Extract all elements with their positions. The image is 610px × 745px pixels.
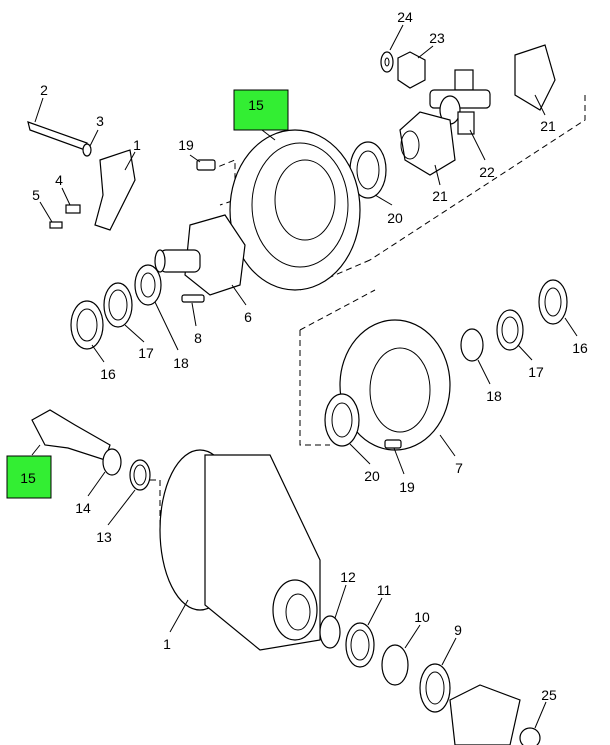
thrust-washer-20-bottom[interactable] (324, 393, 360, 447)
callout-1: 1 (133, 137, 141, 153)
callout-20: 20 (364, 468, 380, 484)
side-pinion-23[interactable] (397, 51, 426, 89)
callout-20: 20 (387, 210, 403, 226)
seal-12[interactable] (319, 615, 341, 649)
spider-22[interactable] (429, 69, 491, 135)
callout-21: 21 (432, 188, 448, 204)
callout-8: 8 (194, 330, 202, 346)
ring-gear-15[interactable] (229, 129, 361, 291)
thrust-washer-24[interactable] (380, 51, 394, 73)
carrier-housing-1[interactable] (159, 449, 321, 651)
bearing-cone-18-right[interactable] (460, 328, 484, 362)
bearing-cup-17-right[interactable] (496, 309, 524, 351)
callout-11: 11 (377, 582, 392, 598)
bearing-cone-10[interactable] (381, 644, 409, 686)
differential-case-half-6[interactable] (154, 214, 246, 296)
callout-17: 17 (528, 364, 544, 380)
bearing-cup-13[interactable] (129, 459, 151, 491)
callout-13: 13 (96, 529, 112, 545)
callout-16: 16 (572, 340, 588, 356)
callout-7: 7 (455, 460, 463, 476)
callout-18: 18 (173, 355, 189, 371)
callout-1: 1 (163, 636, 171, 652)
callout-3: 3 (96, 113, 104, 129)
bolt-19-top[interactable] (196, 159, 216, 171)
callout-18: 18 (486, 388, 502, 404)
bearing-cone-14[interactable] (102, 448, 122, 476)
adjusting-nut-16-left[interactable] (70, 300, 104, 350)
washer-3[interactable] (82, 143, 92, 157)
assembly-line (299, 289, 376, 446)
screw-5[interactable] (49, 221, 63, 229)
bolt-8[interactable] (181, 294, 205, 303)
callout-5: 5 (32, 187, 40, 203)
callout-19: 19 (399, 479, 415, 495)
callout-21: 21 (540, 118, 556, 134)
bearing-cup-17-left[interactable] (103, 282, 133, 328)
highlight-box-15-pinion[interactable] (6, 455, 52, 499)
nut-25[interactable] (519, 727, 541, 745)
side-gear-21-left[interactable] (399, 111, 456, 176)
spacer-9[interactable] (419, 663, 451, 713)
bearing-cup-11[interactable] (345, 622, 375, 668)
callout-19: 19 (178, 137, 194, 153)
drive-pinion-15[interactable] (31, 409, 111, 461)
bearing-cone-18-left[interactable] (134, 264, 162, 306)
callout-10: 10 (414, 609, 430, 625)
bolt-19-bottom[interactable] (384, 439, 402, 449)
callout-12: 12 (340, 569, 356, 585)
callout-15: 15 (248, 97, 264, 113)
callout-23: 23 (429, 30, 445, 46)
callout-9: 9 (454, 622, 462, 638)
callout-14: 14 (75, 500, 91, 516)
side-gear-21-right[interactable] (514, 44, 556, 111)
callout-22: 22 (479, 164, 495, 180)
callout-2: 2 (40, 82, 48, 98)
leader-lines (31, 24, 578, 729)
callout-17: 17 (138, 345, 154, 361)
callout-4: 4 (55, 172, 63, 188)
bolt-2[interactable] (27, 121, 88, 151)
callout-6: 6 (244, 309, 252, 325)
adjusting-nut-16-right[interactable] (538, 279, 568, 325)
callout-25: 25 (541, 687, 557, 703)
yoke[interactable] (449, 684, 521, 745)
lock-4[interactable] (65, 204, 81, 214)
callout-15: 15 (20, 470, 36, 486)
callout-16: 16 (100, 366, 116, 382)
highlight-box-15-ring-gear[interactable] (233, 89, 289, 131)
differential-case-half-7[interactable] (339, 319, 451, 451)
callout-24: 24 (397, 9, 413, 25)
thrust-washer-20-top[interactable] (349, 141, 387, 199)
assembly-line (209, 159, 236, 206)
